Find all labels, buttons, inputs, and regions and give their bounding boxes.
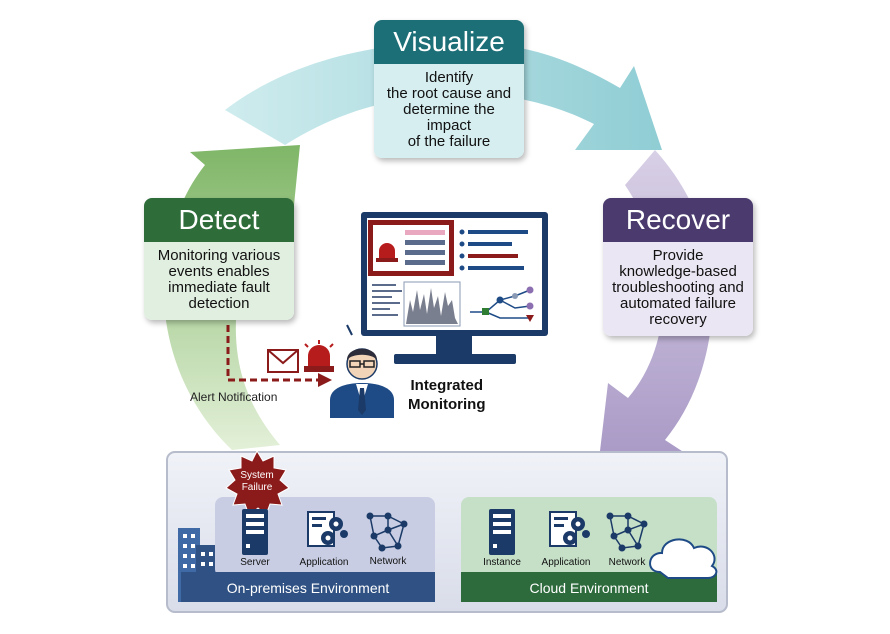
operator-icon	[330, 320, 394, 418]
network-icon	[606, 512, 648, 552]
detect-card: Detect Monitoring various events enables…	[144, 198, 294, 320]
onprem-environment-label: On-premises Environment	[226, 580, 390, 596]
onprem-band	[181, 572, 435, 602]
monitor-icon	[361, 212, 548, 364]
alert-path	[226, 325, 332, 387]
envelope-icon	[267, 349, 299, 373]
onprem-network-caption: Network	[369, 556, 407, 567]
integrated-monitoring-label: Integrated Monitoring	[408, 377, 486, 413]
cloud-icon	[649, 538, 718, 579]
detect-title: Detect	[144, 198, 294, 242]
instance-caption: Instance	[483, 557, 521, 568]
network-icon	[366, 512, 408, 552]
application-icon	[307, 511, 348, 547]
alarm-light-icon	[304, 340, 334, 372]
recover-description: Provide knowledge-based troubleshooting …	[603, 242, 753, 336]
recover-card: Recover Provide knowledge-based troubles…	[603, 198, 753, 336]
detect-description: Monitoring various events enables immedi…	[144, 242, 294, 320]
visualize-card: Visualize Identify the root cause and de…	[374, 20, 524, 158]
system-failure-label: System Failure	[240, 470, 274, 493]
visualize-title: Visualize	[374, 20, 524, 64]
application-icon	[549, 511, 590, 547]
alert-notification-label: Alert Notification	[190, 390, 278, 404]
instance-icon	[489, 509, 515, 555]
teal-arrow	[225, 41, 662, 150]
cloud-application-caption: Application	[541, 557, 591, 568]
visualize-description: Identify the root cause and determine th…	[374, 64, 524, 158]
cloud-network-caption: Network	[608, 557, 646, 568]
system-failure-starburst	[225, 449, 290, 516]
server-caption: Server	[240, 557, 270, 568]
cloud-environment-label: Cloud Environment	[529, 580, 649, 596]
server-icon	[242, 509, 268, 555]
recover-title: Recover	[603, 198, 753, 242]
onprem-application-caption: Application	[299, 557, 349, 568]
